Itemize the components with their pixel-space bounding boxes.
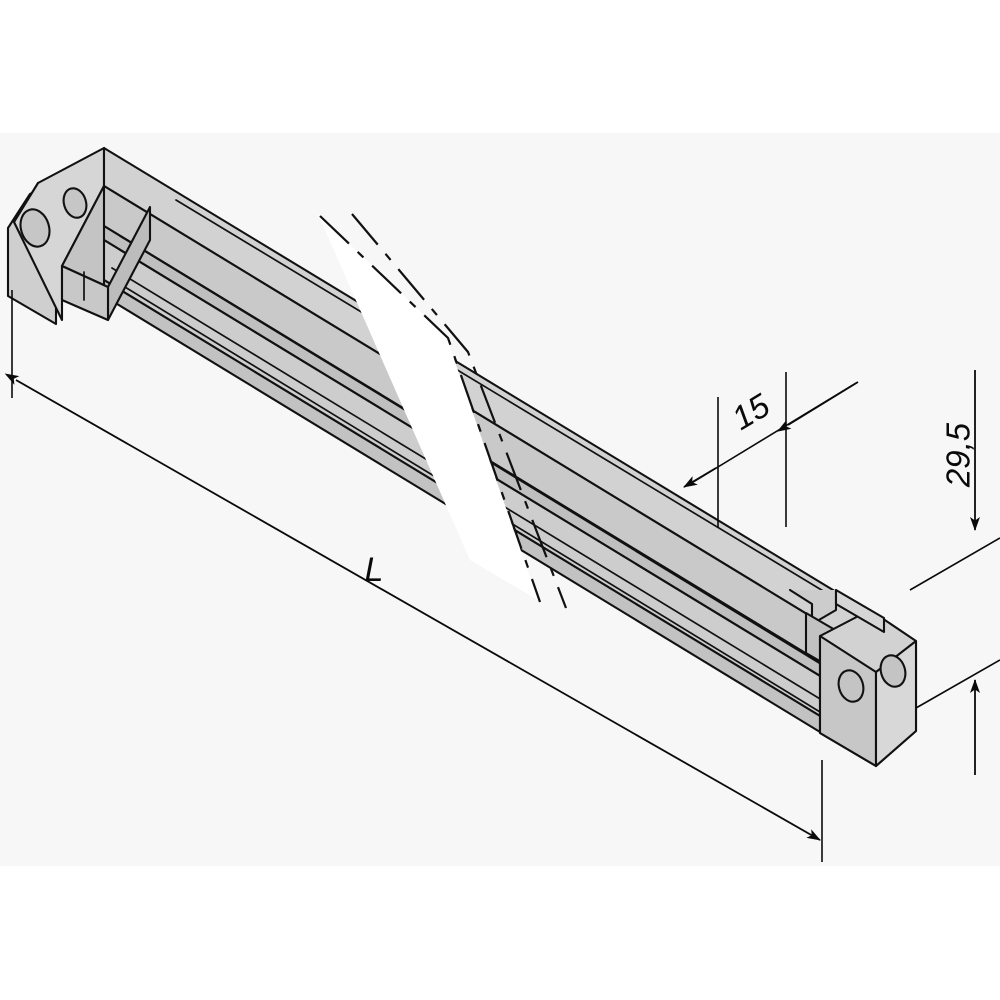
dimension-length: L	[4, 290, 823, 862]
right-end-bracket	[788, 588, 918, 768]
length-dimension-line	[4, 373, 821, 841]
height-extension-bottom	[915, 659, 1000, 709]
width-dimension-line	[689, 382, 857, 485]
dimension-label-profile-height: 29,5	[940, 422, 977, 488]
right-bracket-return-flange	[834, 588, 886, 634]
dimension-profile-height: 29,5	[909, 370, 1000, 775]
dimension-label-length: L	[365, 551, 384, 589]
height-extension-top	[909, 537, 1000, 591]
left-channel-floor	[60, 264, 110, 322]
left-bracket-hole-upper	[62, 187, 88, 219]
right-bracket-hole-right	[879, 654, 907, 688]
right-bracket-hole-left	[837, 669, 865, 703]
left-bracket-hole-lower	[19, 208, 51, 248]
left-bracket-chamfer	[12, 181, 40, 224]
left-channel-step	[60, 205, 152, 322]
